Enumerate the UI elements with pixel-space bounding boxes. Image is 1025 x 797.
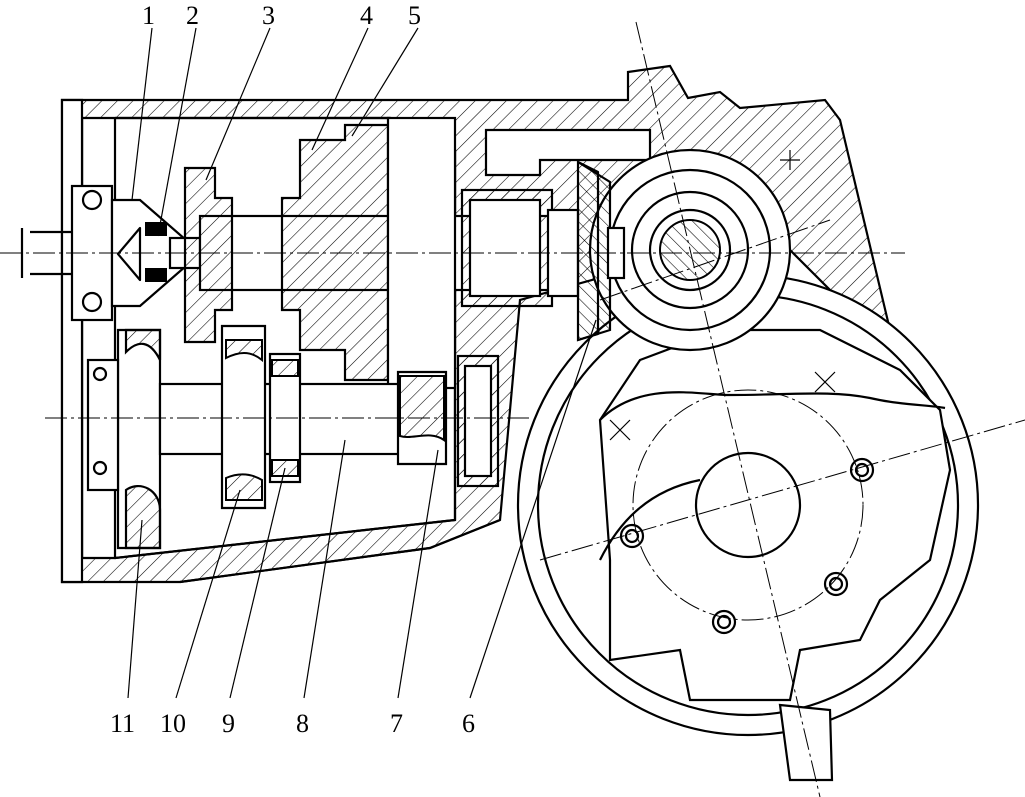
leader-lines (127, 27, 597, 699)
part-label-6: 6 (462, 709, 475, 738)
part-label-5: 5 (408, 1, 421, 30)
part-label-2: 2 (186, 1, 199, 30)
part-label-3: 3 (262, 1, 275, 30)
part-label-8: 8 (296, 709, 309, 738)
part-label-1: 1 (142, 1, 155, 30)
part-label-7: 7 (390, 709, 403, 738)
part-label-10: 10 (160, 709, 186, 738)
part-label-11: 11 (110, 709, 135, 738)
centre-lines (0, 21, 1025, 797)
part-label-9: 9 (222, 709, 235, 738)
part-labels: 1 2 3 4 5 11 10 9 8 7 6 (110, 1, 475, 738)
bolt-holes (619, 457, 875, 635)
wheel-housing (516, 273, 980, 782)
part-label-4: 4 (360, 1, 373, 30)
